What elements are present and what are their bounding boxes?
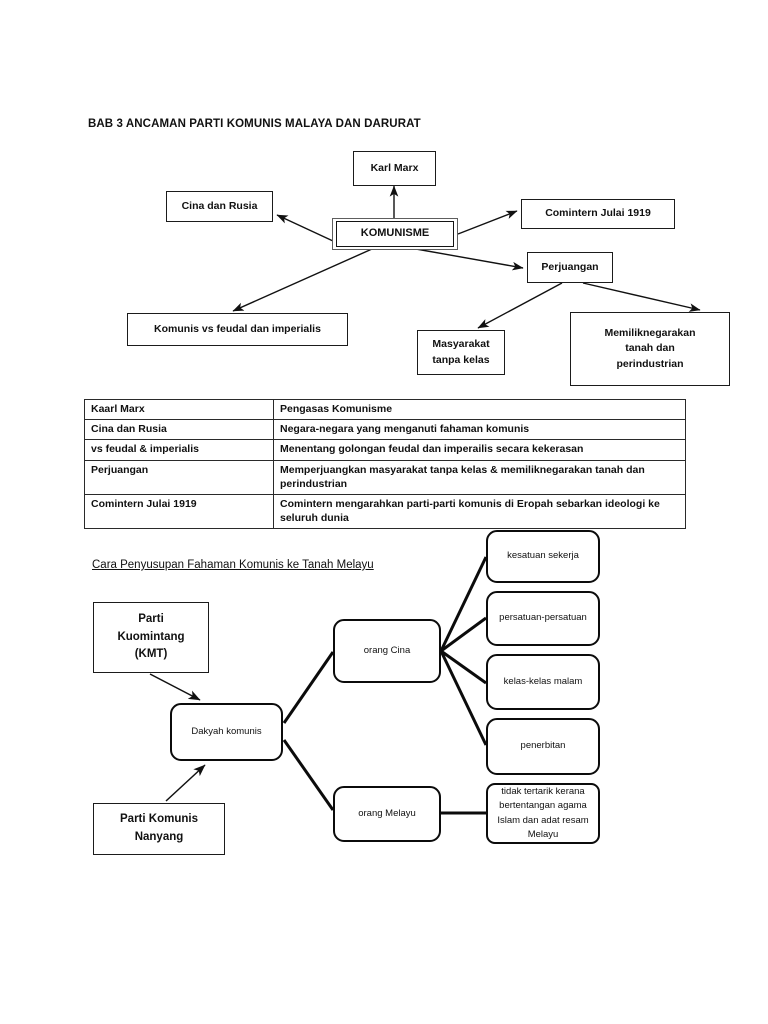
node-dakyah-komunis[interactable]: Dakyah komunis [170,703,283,761]
nanyang-line-2: Nanyang [134,831,184,843]
masyarakat-line-2: tanpa kelas [432,353,490,366]
kmt-line-1: Parti [138,612,164,625]
node-kesatuan-sekerja[interactable]: kesatuan sekerja [486,530,600,583]
definitions-table-body: Kaarl Marx Pengasas Komunisme Cina dan R… [84,398,686,530]
table-cell-term: Comintern Julai 1919 [84,493,274,530]
node-komunisme-label: KOMUNISME [336,221,454,247]
tidak-tertarik-line-2: bertentangan agama [499,800,587,812]
tidak-tertarik-line-4: Melayu [527,828,559,840]
node-tidak-tertarik[interactable]: tidak tertarik kerana bertentangan agama… [486,783,600,844]
node-karl-marx[interactable]: Karl Marx [353,151,436,186]
node-penerbitan[interactable]: penerbitan [486,718,600,775]
memiliknegarakan-line-1: Memiliknegarakan [604,327,696,340]
table-row: vs feudal & imperialis Menentang golonga… [84,439,686,461]
section-title: Cara Penyusupan Fahaman Komunis ke Tanah… [92,559,374,571]
table-row: Perjuangan Memperjuangkan masyarakat tan… [84,459,686,495]
node-perjuangan[interactable]: Perjuangan [527,252,613,283]
kmt-line-3: (KMT) [134,648,168,661]
node-memiliknegarakan[interactable]: Memiliknegarakan tanah dan perindustrian [570,312,730,386]
kmt-line-2: Kuomintang [117,630,185,643]
table-row: Comintern Julai 1919 Comintern mengarahk… [84,493,686,530]
node-kelas-kelas-malam[interactable]: kelas-kelas malam [486,654,600,710]
table-row: Kaarl Marx Pengasas Komunisme [84,398,686,421]
tidak-tertarik-line-3: Islam dan adat resam [497,814,589,826]
table-cell-desc: Comintern mengarahkan parti-parti komuni… [273,493,686,530]
node-comintern-julai-1919[interactable]: Comintern Julai 1919 [521,199,675,229]
table-cell-term: Perjuangan [84,459,274,495]
table-cell-desc: Memperjuangkan masyarakat tanpa kelas & … [273,459,686,495]
node-masyarakat-tanpa-kelas[interactable]: Masyarakat tanpa kelas [417,330,505,375]
table-cell-desc: Menentang golongan feudal dan imperailis… [273,439,686,461]
masyarakat-line-1: Masyarakat [432,338,490,351]
table-cell-desc: Negara-negara yang menganuti fahaman kom… [273,419,686,441]
table-cell-term: Kaarl Marx [84,398,274,421]
node-komunis-vs-feudal[interactable]: Komunis vs feudal dan imperialis [127,313,348,346]
table-row: Cina dan Rusia Negara-negara yang mengan… [84,419,686,441]
definitions-table: Kaarl Marx Pengasas Komunisme Cina dan R… [84,398,686,530]
node-orang-cina[interactable]: orang Cina [333,619,441,683]
node-persatuan-persatuan[interactable]: persatuan-persatuan [486,591,600,646]
node-komunisme[interactable]: KOMUNISME [332,218,458,250]
memiliknegarakan-line-2: tanah dan [625,342,675,355]
node-parti-komunis-nanyang[interactable]: Parti Komunis Nanyang [93,803,225,855]
page-title: BAB 3 ANCAMAN PARTI KOMUNIS MALAYA DAN D… [88,118,421,130]
table-cell-term: vs feudal & imperialis [84,439,274,461]
table-cell-desc: Pengasas Komunisme [273,398,686,421]
table-cell-term: Cina dan Rusia [84,419,274,441]
node-parti-kuomintang[interactable]: Parti Kuomintang (KMT) [93,602,209,673]
memiliknegarakan-line-3: perindustrian [616,357,684,370]
tidak-tertarik-line-1: tidak tertarik kerana [501,786,585,797]
node-orang-melayu[interactable]: orang Melayu [333,786,441,842]
node-cina-dan-rusia[interactable]: Cina dan Rusia [166,191,273,222]
nanyang-line-1: Parti Komunis [120,813,198,826]
